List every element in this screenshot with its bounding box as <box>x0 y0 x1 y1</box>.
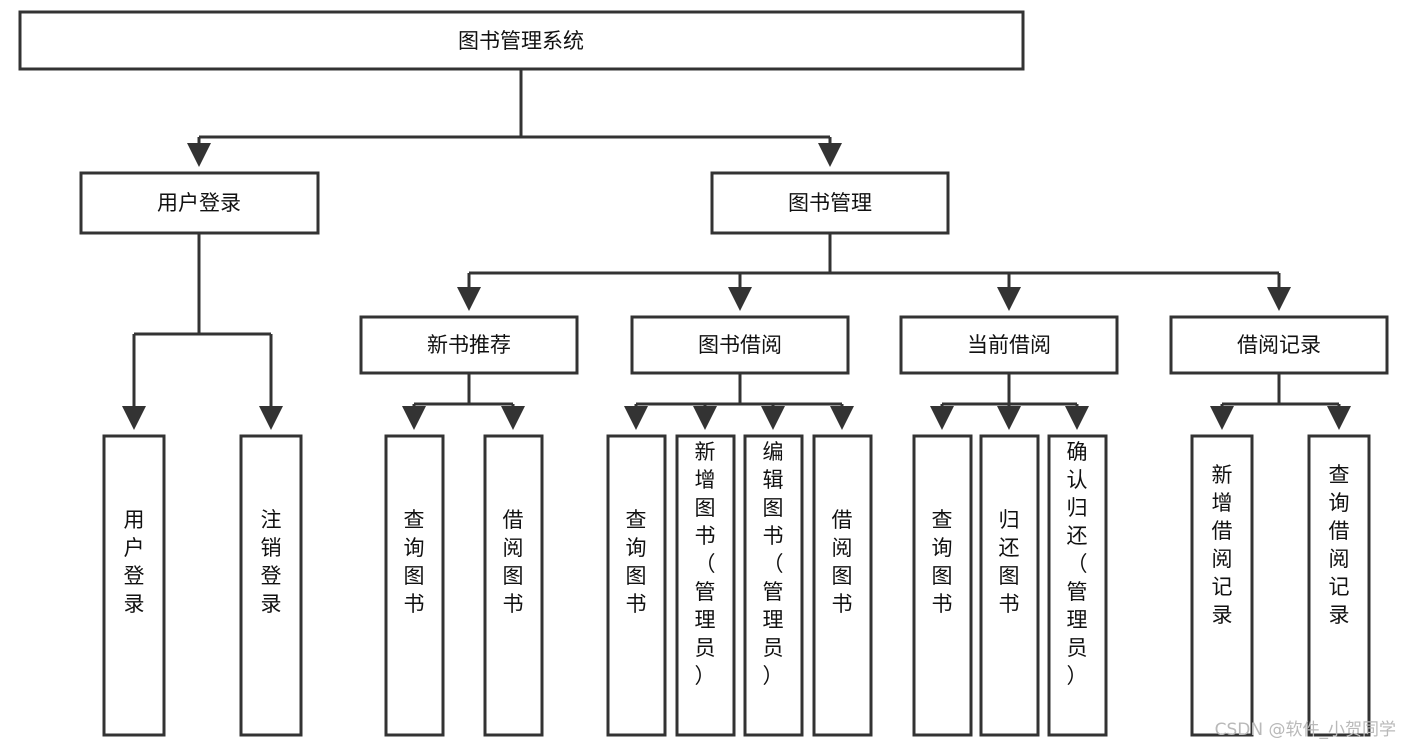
node-leaf-6-box[interactable] <box>675 434 736 737</box>
leaf-nodes: 用户登录 注销登录 查询图书 借阅图书 查询图书 新增图书（管理员） 编辑图书（… <box>102 434 1371 737</box>
node-leaf-2[interactable]: 注销登录 <box>239 434 303 737</box>
node-leaf-9-label: 查询图书 <box>932 508 953 616</box>
node-book-borrow-box[interactable] <box>630 315 850 375</box>
node-leaf-7[interactable]: 编辑图书（管理员） <box>743 434 804 737</box>
node-borrow-record-label: 借阅记录 <box>1237 333 1321 357</box>
node-user-login[interactable]: 用户登录 <box>79 171 320 235</box>
node-leaf-5-box[interactable] <box>606 434 667 737</box>
node-leaf-5-label: 查询图书 <box>626 508 647 616</box>
node-book-borrow-label: 图书借阅 <box>698 333 782 357</box>
node-leaf-11-label: 确认归还（管理员） <box>1067 440 1088 688</box>
node-leaf-13-label: 查询借阅记录 <box>1329 463 1350 627</box>
node-leaf-10-box[interactable] <box>979 434 1040 737</box>
node-book-manage[interactable]: 图书管理 <box>710 171 950 235</box>
node-leaf-13-box[interactable] <box>1307 434 1371 737</box>
node-leaf-9[interactable]: 查询图书 <box>912 434 973 737</box>
node-leaf-4[interactable]: 借阅图书 <box>483 434 544 737</box>
node-user-login-label: 用户登录 <box>157 191 241 215</box>
node-leaf-13[interactable]: 查询借阅记录 <box>1307 434 1371 737</box>
node-new-book-recommend-label: 新书推荐 <box>427 333 511 357</box>
node-leaf-7-label: 编辑图书（管理员） <box>763 440 784 688</box>
node-leaf-6-label: 新增图书（管理员） <box>695 440 716 688</box>
node-leaf-8-label: 借阅图书 <box>832 508 853 616</box>
node-leaf-12-label: 新增借阅记录 <box>1212 463 1233 627</box>
node-leaf-8-box[interactable] <box>812 434 873 737</box>
node-leaf-11[interactable]: 确认归还（管理员） <box>1047 434 1108 737</box>
node-leaf-3-box[interactable] <box>384 434 445 737</box>
node-leaf-3[interactable]: 查询图书 <box>384 434 445 737</box>
node-leaf-7-box[interactable] <box>743 434 804 737</box>
node-root[interactable]: 图书管理系统 <box>18 10 1025 71</box>
node-root-box[interactable] <box>18 10 1025 71</box>
node-root-label: 图书管理系统 <box>458 29 584 53</box>
node-book-borrow[interactable]: 图书借阅 <box>630 315 850 375</box>
node-leaf-12-box[interactable] <box>1190 434 1254 737</box>
node-leaf-12[interactable]: 新增借阅记录 <box>1190 434 1254 737</box>
node-user-login-box[interactable] <box>79 171 320 235</box>
node-leaf-10[interactable]: 归还图书 <box>979 434 1040 737</box>
node-leaf-9-box[interactable] <box>912 434 973 737</box>
node-current-borrow-label: 当前借阅 <box>967 333 1051 357</box>
node-leaf-10-label: 归还图书 <box>999 508 1020 616</box>
node-leaf-11-box[interactable] <box>1047 434 1108 737</box>
node-current-borrow[interactable]: 当前借阅 <box>899 315 1119 375</box>
node-leaf-1-label: 用户登录 <box>124 508 145 616</box>
node-leaf-8[interactable]: 借阅图书 <box>812 434 873 737</box>
node-book-manage-box[interactable] <box>710 171 950 235</box>
node-leaf-3-label: 查询图书 <box>404 508 425 616</box>
connector-layer <box>122 69 1351 430</box>
node-leaf-5[interactable]: 查询图书 <box>606 434 667 737</box>
node-leaf-1-box[interactable] <box>102 434 166 737</box>
node-leaf-2-box[interactable] <box>239 434 303 737</box>
node-new-book-recommend-box[interactable] <box>359 315 579 375</box>
node-book-manage-label: 图书管理 <box>788 191 872 215</box>
node-leaf-4-box[interactable] <box>483 434 544 737</box>
node-leaf-1[interactable]: 用户登录 <box>102 434 166 737</box>
node-new-book-recommend[interactable]: 新书推荐 <box>359 315 579 375</box>
node-borrow-record[interactable]: 借阅记录 <box>1169 315 1389 375</box>
node-leaf-6[interactable]: 新增图书（管理员） <box>675 434 736 737</box>
node-current-borrow-box[interactable] <box>899 315 1119 375</box>
node-leaf-4-label: 借阅图书 <box>503 508 524 616</box>
watermark-text: CSDN @软件_小贺同学 <box>1215 720 1396 740</box>
node-borrow-record-box[interactable] <box>1169 315 1389 375</box>
node-leaf-2-label: 注销登录 <box>261 508 282 616</box>
